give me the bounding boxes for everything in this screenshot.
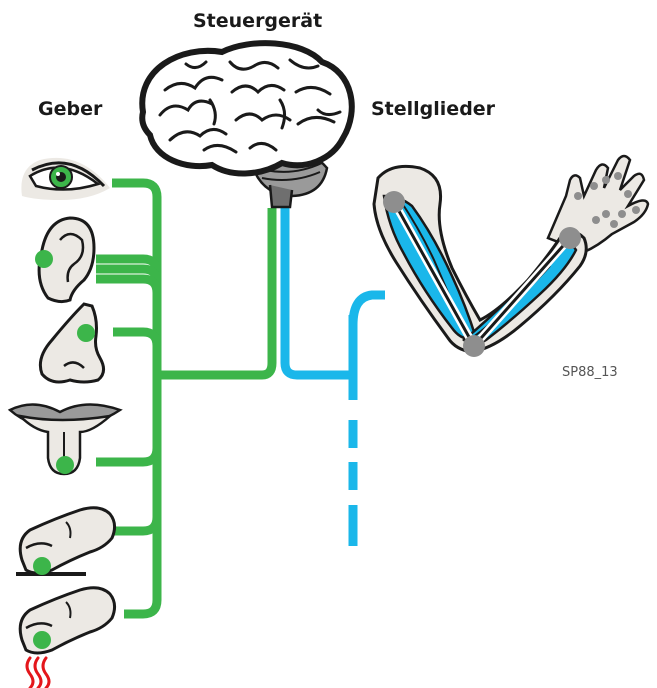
controller-label: Steuergerät xyxy=(193,10,322,32)
actuator-wiring xyxy=(285,208,385,546)
actuators-label: Stellglieder xyxy=(371,98,495,120)
heat-icon xyxy=(27,658,49,688)
sensors-label: Geber xyxy=(38,98,102,120)
ear-icon xyxy=(35,218,94,302)
sensor-wiring xyxy=(96,183,272,614)
figure-code: SP88_13 xyxy=(562,365,618,380)
nose-icon xyxy=(40,304,103,382)
arm-icon xyxy=(374,156,648,357)
brain-icon xyxy=(142,43,352,207)
finger-heat-icon xyxy=(20,588,114,688)
eye-icon xyxy=(21,158,110,200)
finger-touch-icon xyxy=(16,508,115,575)
